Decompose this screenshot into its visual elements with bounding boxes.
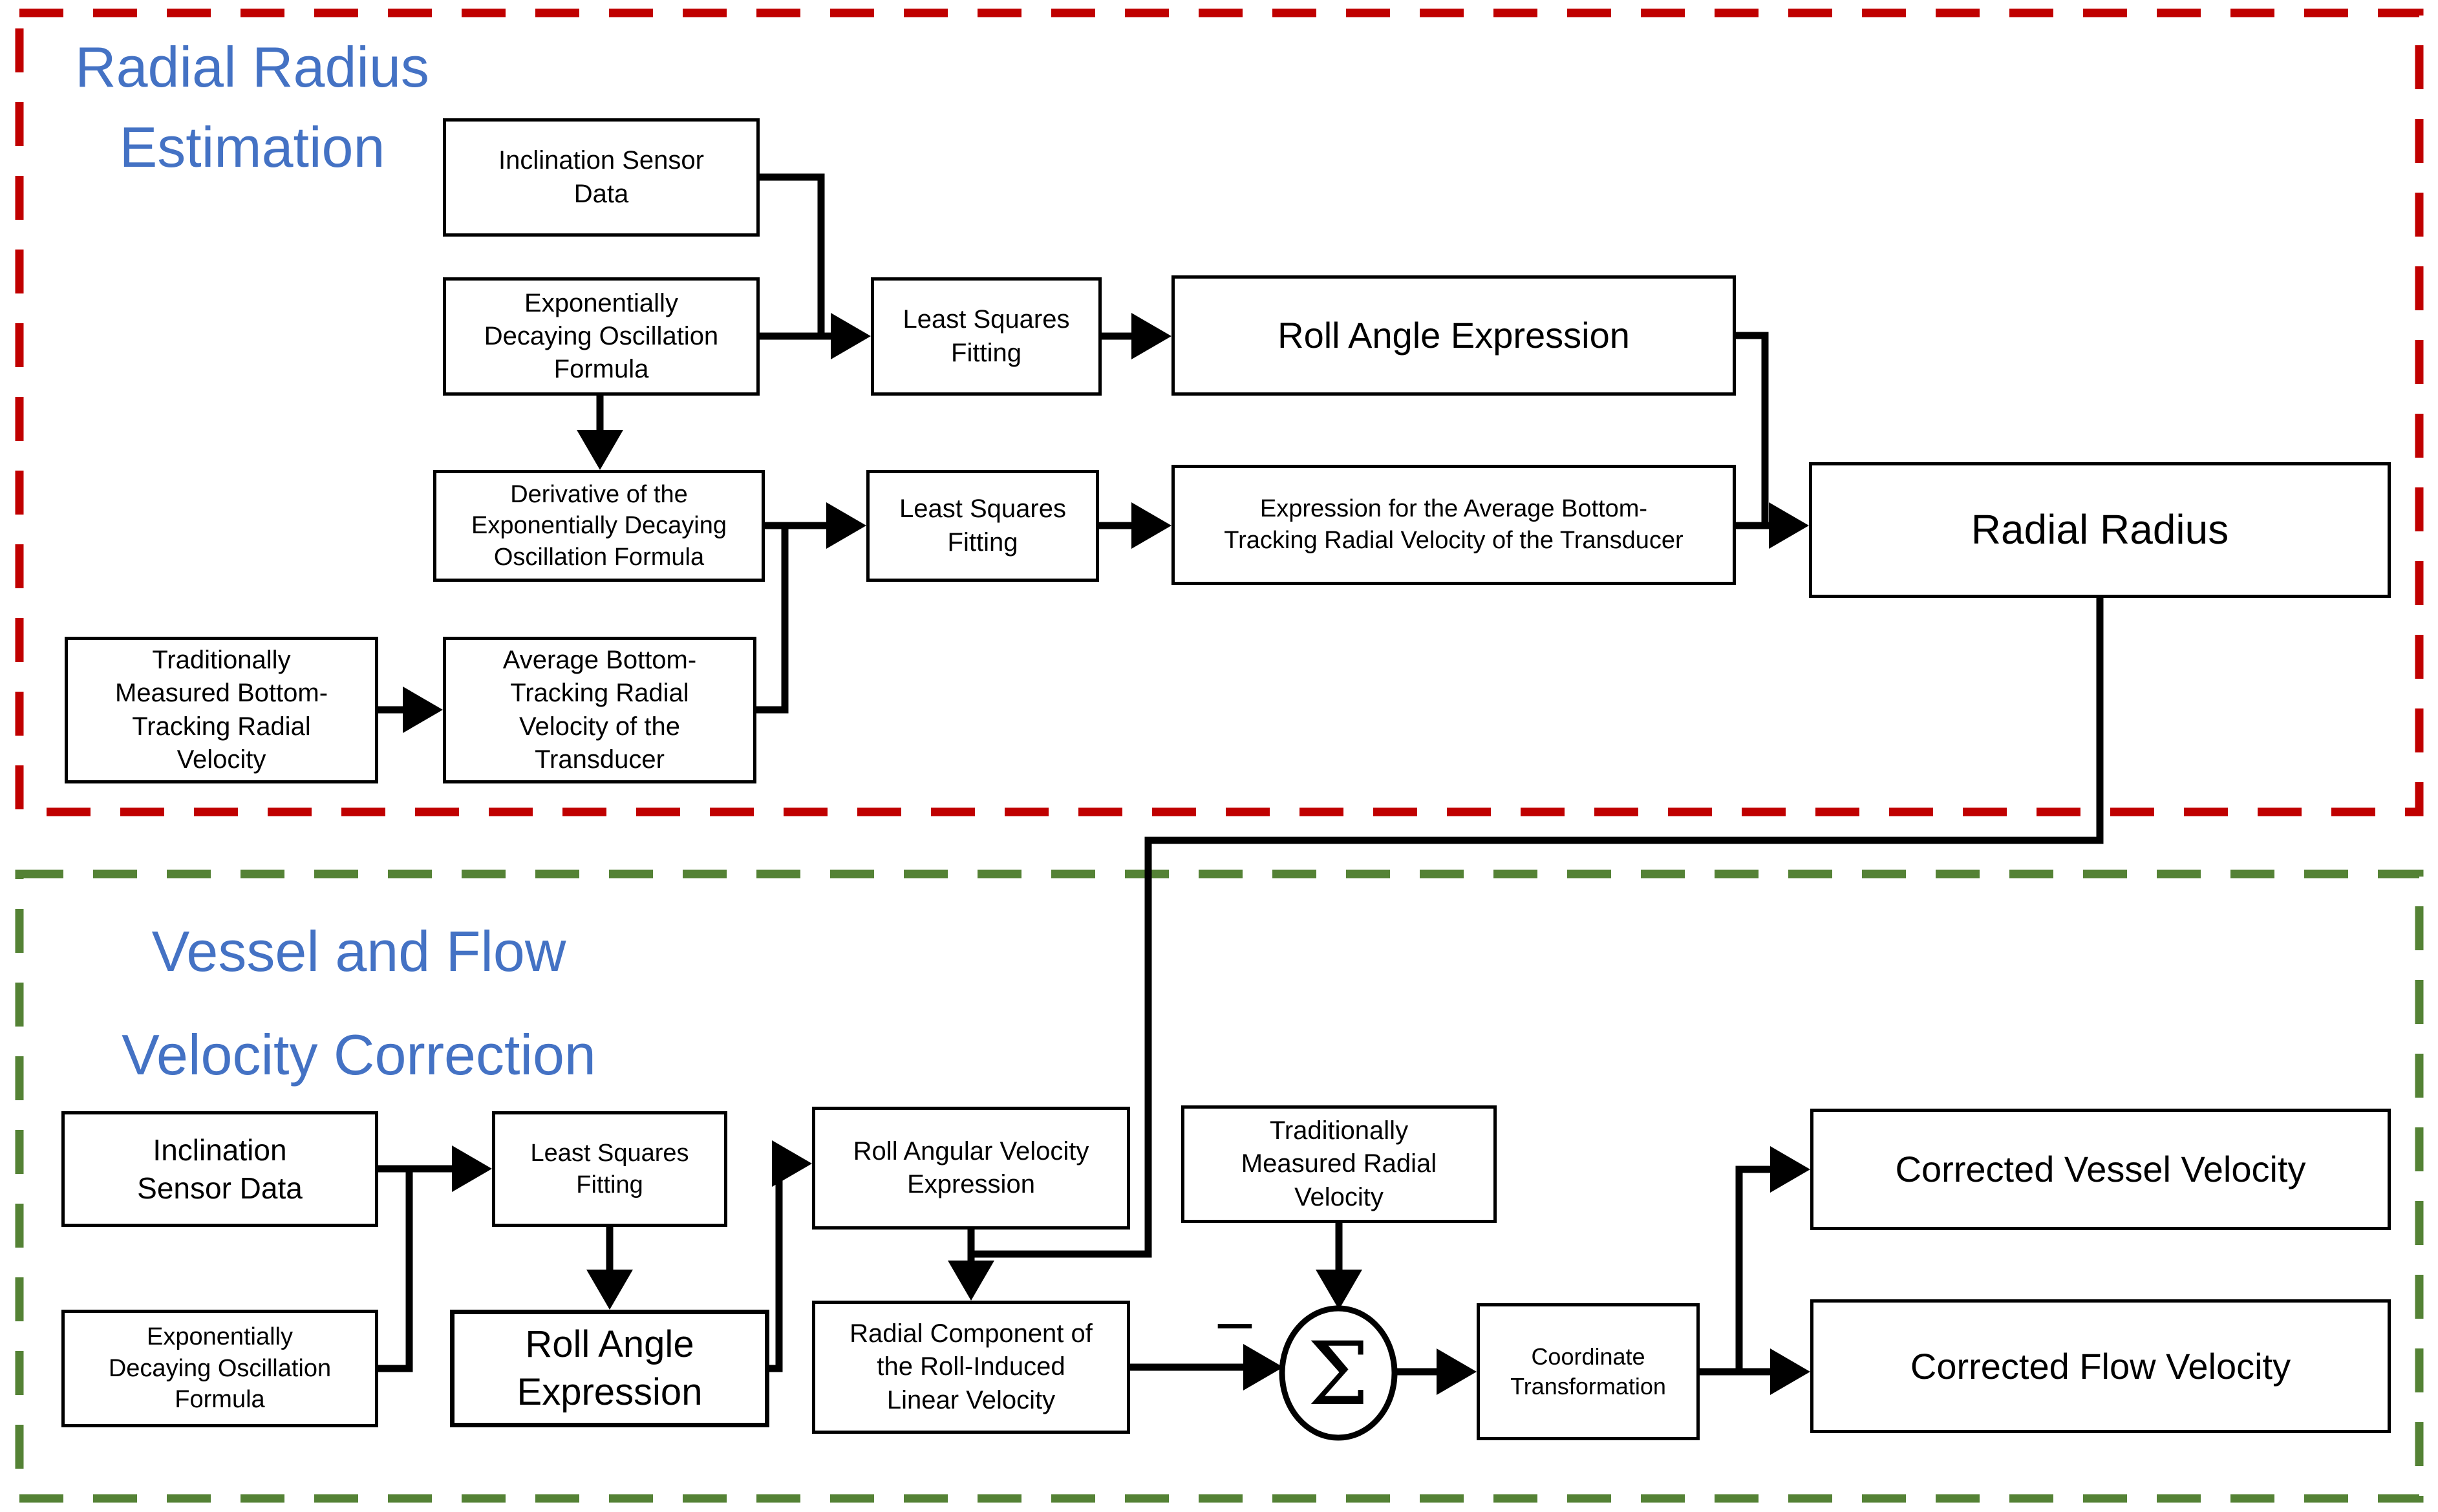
arrowhead-into-coordinate	[1437, 1348, 1477, 1395]
arrowhead-into-derivative	[577, 430, 623, 470]
arrowhead-into-corrected-vessel	[1770, 1146, 1810, 1193]
node-radial-radius: Radial Radius	[1809, 462, 2391, 598]
node-radial-component-roll-induced: Radial Component of the Roll-Induced Lin…	[812, 1301, 1130, 1434]
node-corrected-vessel-velocity: Corrected Vessel Velocity	[1810, 1109, 2391, 1230]
arrowhead-into-corrected-flow	[1770, 1348, 1810, 1395]
node-avg-bottom-tracking-velocity: Average Bottom- Tracking Radial Velocity…	[443, 637, 756, 783]
sum-symbol: Σ	[1307, 1323, 1369, 1425]
arrowhead-into-rollangular	[772, 1140, 812, 1187]
arrowhead-into-lsf3	[452, 1145, 492, 1192]
arrowhead-into-lsf2	[826, 502, 866, 549]
arrowhead-into-expression	[1131, 502, 1171, 549]
node-least-squares-fitting-2: Least Squares Fitting	[866, 470, 1099, 582]
node-coordinate-transformation: Coordinate Transformation	[1477, 1303, 1700, 1440]
arrowhead-into-radialradius	[1769, 502, 1809, 549]
arrowhead-into-rollangle2	[586, 1270, 633, 1310]
sum-ellipse	[1279, 1305, 1398, 1441]
top-section-border	[15, 8, 2424, 816]
connector-rollangle-down-join	[1736, 332, 1769, 526]
node-inclination-sensor-data-bottom: Inclination Sensor Data	[61, 1111, 378, 1227]
connector-expdecay2-up-join	[378, 1169, 413, 1372]
node-roll-angle-expression-top: Roll Angle Expression	[1171, 275, 1736, 396]
connector-rollangle2-to-rollangular	[769, 1164, 783, 1372]
connector-coordinate-to-vessel	[1700, 1166, 1771, 1376]
node-inclination-sensor-data-top: Inclination Sensor Data	[443, 118, 760, 237]
node-exp-decay-oscillation-formula-bottom: Exponentially Decaying Oscillation Formu…	[61, 1310, 378, 1427]
arrowhead-into-avgbt-velocity	[403, 687, 443, 733]
node-traditionally-measured-radial-velocity: Traditionally Measured Radial Velocity	[1181, 1105, 1497, 1223]
connector-inclination-to-junction	[760, 173, 825, 336]
node-roll-angular-velocity-expression: Roll Angular Velocity Expression	[812, 1107, 1130, 1230]
connector-avgbt-velocity-up-join	[756, 526, 789, 714]
title-radial-radius-estimation: Radial Radius Estimation	[75, 35, 429, 180]
arrowhead-into-radialcomponent	[948, 1261, 994, 1301]
bottom-section-border	[15, 869, 2424, 1503]
arrowhead-into-rollangle	[1131, 313, 1171, 359]
node-least-squares-fitting-1: Least Squares Fitting	[871, 277, 1102, 396]
node-roll-angle-expression-bottom: Roll Angle Expression	[450, 1310, 769, 1427]
node-derivative-of-formula: Derivative of the Exponentially Decaying…	[433, 470, 765, 582]
node-least-squares-fitting-3: Least Squares Fitting	[492, 1111, 727, 1227]
arrowhead-into-sum-left	[1243, 1344, 1283, 1390]
arrowhead-into-lsf1	[831, 313, 871, 359]
node-exp-decay-oscillation-formula-top: Exponentially Decaying Oscillation Formu…	[443, 277, 760, 396]
minus-sign: −	[1212, 1293, 1257, 1356]
connector-radialradius-to-bottom-section	[971, 598, 2104, 1258]
node-avg-bottom-tracking-expression: Expression for the Average Bottom- Track…	[1171, 465, 1736, 585]
arrowhead-into-sum-top	[1316, 1270, 1362, 1310]
title-vessel-flow-velocity-correction: Vessel and Flow Velocity Correction	[122, 919, 596, 1087]
node-corrected-flow-velocity: Corrected Flow Velocity	[1810, 1299, 2391, 1433]
node-traditionally-measured-bt-velocity: Traditionally Measured Bottom- Tracking …	[65, 637, 378, 783]
